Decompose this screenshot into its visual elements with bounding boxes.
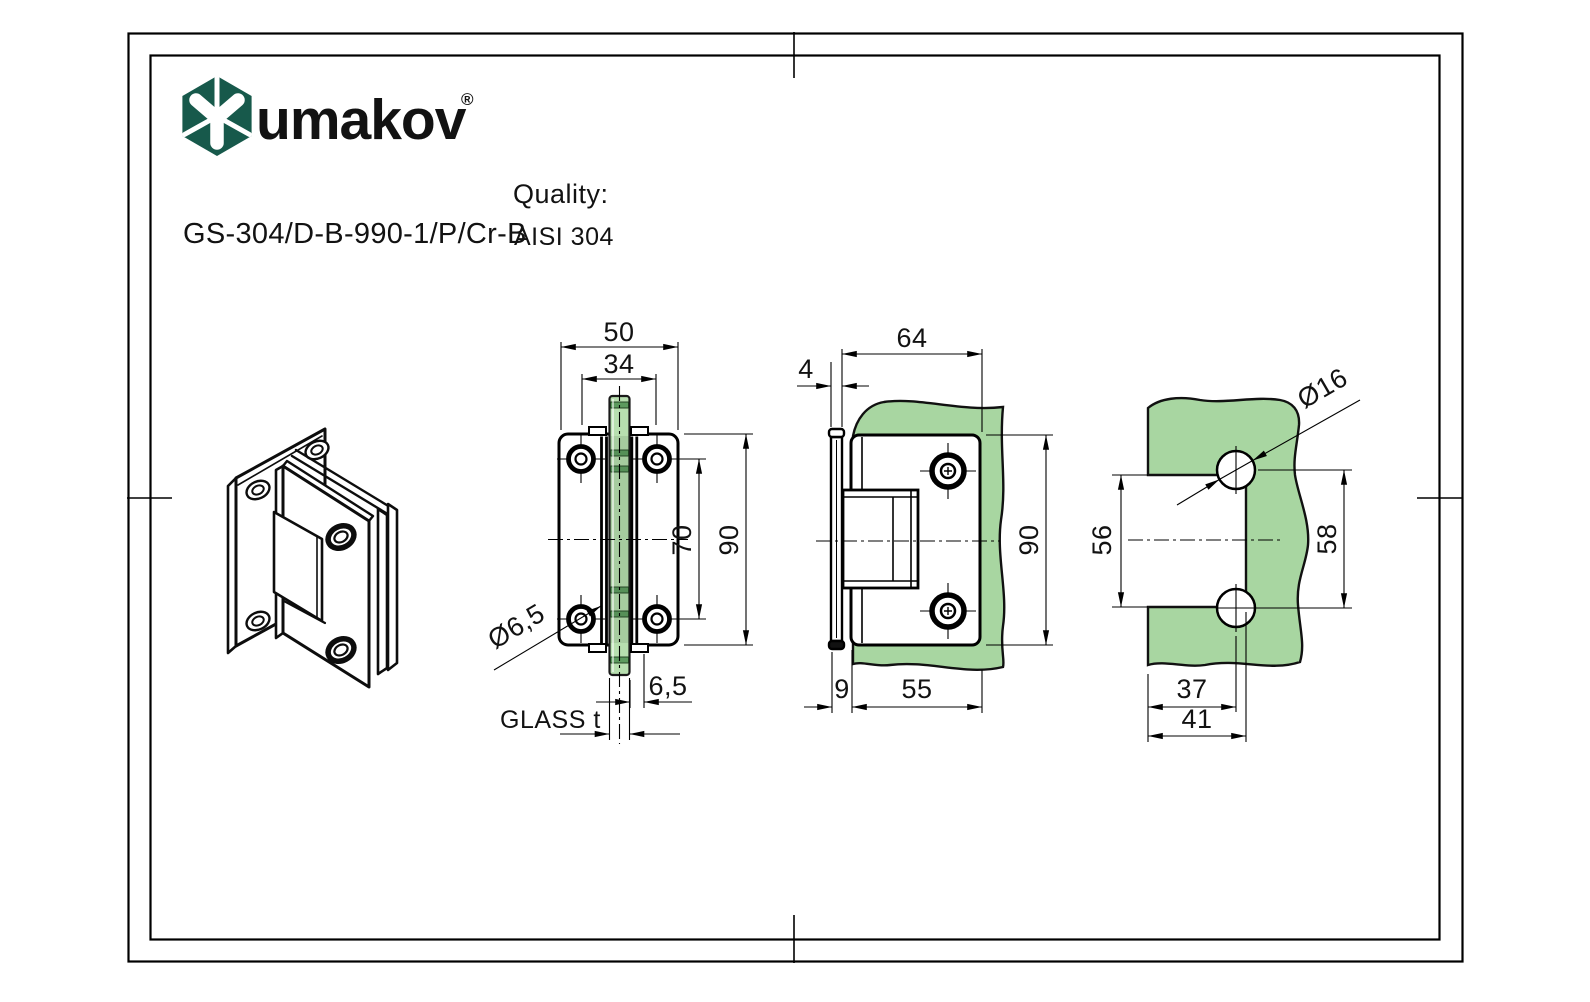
quality-label: Quality: (513, 179, 609, 209)
registered-trademark-icon: ® (461, 90, 474, 109)
logo-star-icon (189, 93, 245, 150)
side-dimension-lines (797, 349, 1053, 713)
dim-front-glass-thickness: GLASS t (500, 706, 601, 734)
dim-side-body-depth: 55 (901, 674, 932, 704)
logo-hexagon-splits (182, 75, 252, 137)
dim-side-hinge-offset: 9 (834, 674, 850, 704)
glass-panel-with-notch (1146, 396, 1310, 667)
quality-value: AISI 304 (514, 223, 614, 251)
iso-back-plate-top-edge (294, 448, 392, 509)
dim-front-screw-spacing: 70 (667, 524, 697, 555)
front-screws (557, 435, 681, 643)
glass-cutout-view: 56 58 Ø16 37 41 (1087, 362, 1361, 742)
iso-wall-plate-holes (245, 439, 330, 632)
dim-front-screw-hole-diameter: Ø6,5 (483, 598, 550, 655)
side-wall-plate (827, 427, 846, 651)
dim-glass-hole-spacing: 58 (1312, 523, 1342, 554)
dim-front-overall-width: 50 (603, 317, 634, 347)
front-centerlines (548, 386, 688, 744)
dim-glass-cutout-depth: 41 (1181, 704, 1212, 734)
dim-front-pivot-offset: 6,5 (648, 671, 687, 701)
side-screws (920, 443, 976, 639)
iso-gasket-edge (376, 507, 389, 676)
iso-back-plate-edge (386, 502, 399, 672)
dim-side-overall-depth: 64 (896, 323, 927, 353)
screw (633, 595, 681, 643)
brand-name: umakov (256, 88, 467, 152)
glass-dimension-lines (1112, 399, 1361, 742)
front-dimension-lines (493, 342, 753, 740)
isometric-view (226, 427, 399, 689)
dim-side-overall-height: 90 (1014, 524, 1044, 555)
iso-screw-top (325, 523, 357, 551)
iso-wall-plate-edge (237, 435, 323, 486)
dim-front-inner-width: 34 (603, 349, 634, 379)
dim-front-overall-height: 90 (714, 524, 744, 555)
screw (920, 443, 976, 499)
dim-glass-hole-center-offset: 37 (1176, 674, 1207, 704)
brand-logo: umakov ® (182, 75, 474, 156)
side-pivot-block-edges (843, 490, 918, 588)
front-view: 50 34 70 90 Ø6,5 6,5 GLASS t (483, 317, 753, 744)
side-view: 64 4 90 9 55 (797, 323, 1053, 713)
screw (920, 583, 976, 639)
iso-opening-bottom-edge (282, 599, 327, 625)
drawing-frame (127, 32, 1464, 963)
side-pivot-block (841, 488, 920, 590)
iso-screw-bottom (325, 636, 357, 664)
dim-glass-hole-diameter: Ø16 (1292, 362, 1353, 414)
front-clamp-tabs (588, 426, 649, 653)
dim-side-plate-thickness: 4 (798, 354, 814, 384)
dim-glass-cutout-height: 56 (1087, 524, 1117, 555)
screw (557, 435, 605, 483)
iso-gasket-top-edge (290, 454, 388, 515)
product-code: GS-304/D-B-990-1/P/Cr-B (183, 218, 527, 250)
